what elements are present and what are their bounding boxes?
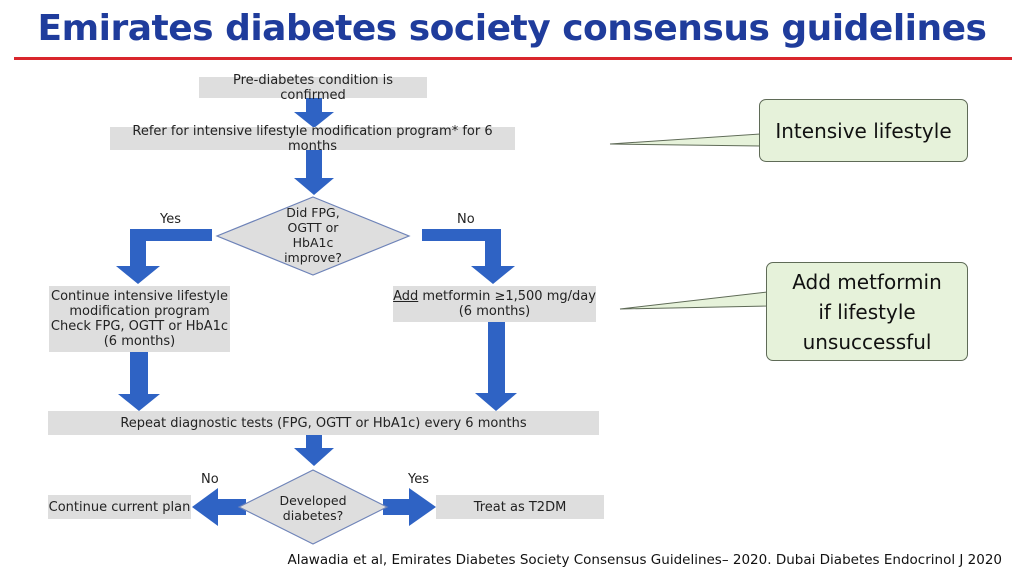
decision-diabetes-line2: diabetes? [282,508,344,523]
continue-lifestyle-box: Continue intensive lifestyle modificatio… [49,286,230,352]
callout-pointer-lifestyle [609,133,761,147]
callout-add-metformin: Add metformin if lifestyle unsuccessful [766,262,968,361]
label-yes-2: Yes [408,472,429,487]
arrow-left-no [192,488,246,526]
refer-lifestyle-text: Refer for intensive lifestyle modificati… [132,123,493,154]
arrow-down-2 [294,150,334,195]
title-divider [14,57,1012,60]
decision-diamond-improve [215,196,411,276]
add-metformin-line2: (6 months) [458,304,531,319]
prediabetes-confirmed-box: Pre-diabetes condition is confirmed [199,73,427,103]
add-metformin-line1: Add metformin ≥1,500 mg/day [393,289,596,304]
decision-improve-line4: improve? [284,250,342,265]
callout-metformin-line3: unsuccessful [802,329,932,354]
decision-diamond-diabetes [237,469,389,545]
citation-text: Alawadia et al, Emirates Diabetes Societ… [287,552,1002,568]
decision-diabetes-line1: Developed [279,493,347,508]
callout-metformin-line2: if lifestyle [818,299,916,324]
treat-t2dm-text: Treat as T2DM [473,499,567,515]
arrow-down-1 [294,98,334,128]
add-metformin-rest: metformin ≥1,500 mg/day [418,289,596,304]
add-word: Add [393,289,419,304]
continue-plan-text: Continue current plan [48,499,191,515]
decision-diabetes-text: Developed diabetes? [263,493,363,523]
callout-intensive-lifestyle-text: Intensive lifestyle [775,118,952,143]
refer-lifestyle-box: Refer for intensive lifestyle modificati… [110,124,515,154]
repeat-tests-box: Repeat diagnostic tests (FPG, OGTT or Hb… [48,411,599,435]
continue-plan-box: Continue current plan [48,495,191,519]
callout-intensive-lifestyle: Intensive lifestyle [759,99,968,162]
arrow-yes-elbow [116,229,212,284]
decision-improve-line2: OGTT or [287,220,339,235]
continue-lifestyle-line1: Continue intensive lifestyle [51,289,228,304]
add-metformin-box: Add metformin ≥1,500 mg/day (6 months) [393,286,596,322]
continue-lifestyle-line3: Check FPG, OGTT or HbA1c [50,319,229,334]
continue-lifestyle-line4: (6 months) [103,334,176,349]
arrow-right-yes [383,488,436,526]
arrow-down-3 [294,435,334,466]
label-yes-1: Yes [160,212,181,227]
prediabetes-confirmed-text: Pre-diabetes condition is confirmed [232,72,394,103]
treat-t2dm-box: Treat as T2DM [436,495,604,519]
decision-improve-text: Did FPG, OGTT or HbA1c improve? [263,205,363,265]
label-no-2: No [201,472,219,487]
decision-improve-line1: Did FPG, [286,205,340,220]
arrow-down-right [475,322,517,411]
slide-title: Emirates diabetes society consensus guid… [37,8,987,49]
arrow-no-elbow [422,229,515,284]
callout-metformin-line1: Add metformin [792,269,942,294]
continue-lifestyle-line2: modification program [69,304,210,319]
label-no-1: No [457,212,475,227]
decision-improve-line3: HbA1c [292,235,334,250]
callout-pointer-metformin [619,291,768,310]
arrow-down-left [118,352,160,411]
repeat-tests-text: Repeat diagnostic tests (FPG, OGTT or Hb… [120,415,527,431]
